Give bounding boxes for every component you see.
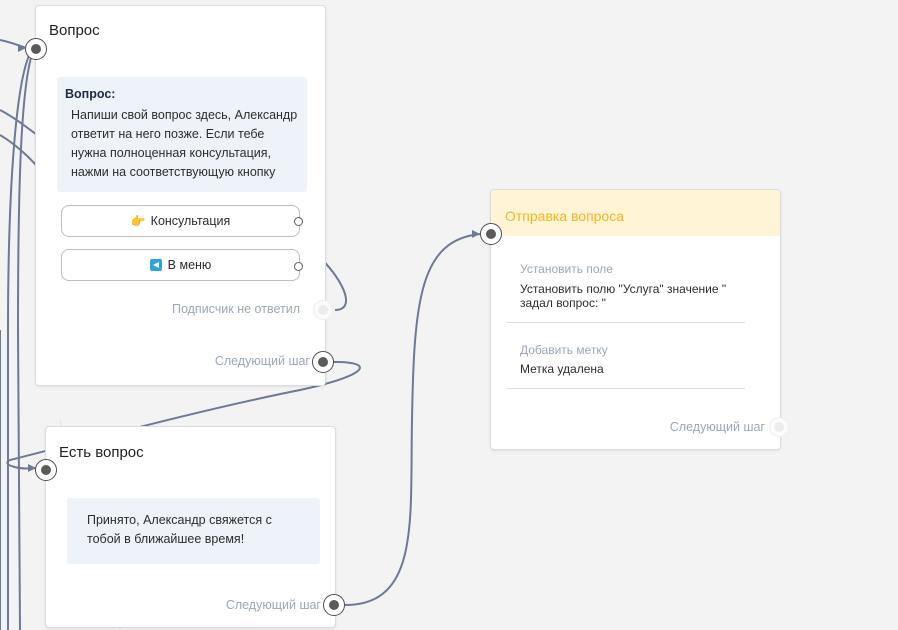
connector-left-vertical-b	[16, 44, 37, 630]
node-question[interactable]: Вопрос Вопрос: Напиши свой вопрос здесь,…	[35, 5, 333, 386]
set-field-label: Установить поле	[520, 262, 613, 276]
message-label: Вопрос:	[65, 87, 116, 101]
set-field-value: Установить полю "Услуга" значение " зада…	[520, 282, 727, 310]
add-tag-value: Метка удалена	[520, 362, 604, 376]
node-title: Есть вопрос	[59, 444, 144, 461]
next-step-label: Следующий шаг	[669, 420, 765, 434]
action-header	[491, 190, 780, 236]
has-question-next-step-port[interactable]	[323, 594, 345, 616]
node-send-question[interactable]: Отправка вопроса Установить поле Установ…	[490, 189, 789, 450]
button-output-port[interactable]	[294, 262, 303, 271]
arrowhead	[472, 230, 480, 238]
connector-to-question	[0, 39, 27, 49]
message-block[interactable]: Принято, Александр свяжется с тобой в бл…	[67, 498, 320, 564]
has-question-input-port[interactable]	[35, 459, 57, 481]
button-menu[interactable]: В меню	[61, 249, 300, 281]
send-question-next-step-port[interactable]	[769, 417, 789, 437]
pointing-right-icon: 👉	[130, 214, 146, 228]
question-next-step-port[interactable]	[312, 351, 334, 373]
message-text: Напиши свой вопрос здесь, Александр отве…	[71, 108, 298, 179]
next-step-label: Следующий шаг	[225, 598, 321, 612]
connector-left-vertical-a	[7, 44, 37, 630]
divider	[507, 322, 745, 323]
message-block[interactable]: Вопрос: Напиши свой вопрос здесь, Алекса…	[57, 77, 307, 192]
no-reply-label: Подписчик не ответил	[171, 302, 300, 316]
button-label: В меню	[167, 258, 212, 272]
send-question-input-port[interactable]	[480, 223, 502, 245]
next-step-label: Следующий шаг	[214, 354, 310, 368]
node-has-question[interactable]: Есть вопрос Принято, Александр свяжется …	[45, 426, 336, 628]
button-label: Консультация	[150, 214, 231, 228]
node-title: Отправка вопроса	[505, 208, 625, 224]
button-consultation[interactable]: 👉 Консультация	[61, 205, 300, 237]
connector-has-question-to-send	[344, 233, 481, 606]
question-input-port[interactable]	[25, 38, 47, 60]
node-title: Вопрос	[49, 22, 100, 39]
divider	[507, 388, 745, 389]
message-text: Принято, Александр свяжется с тобой в бл…	[87, 513, 272, 546]
no-reply-port[interactable]	[313, 300, 333, 320]
telegram-icon	[149, 259, 162, 271]
add-tag-label: Добавить метку	[520, 343, 608, 357]
button-output-port[interactable]	[294, 217, 303, 226]
